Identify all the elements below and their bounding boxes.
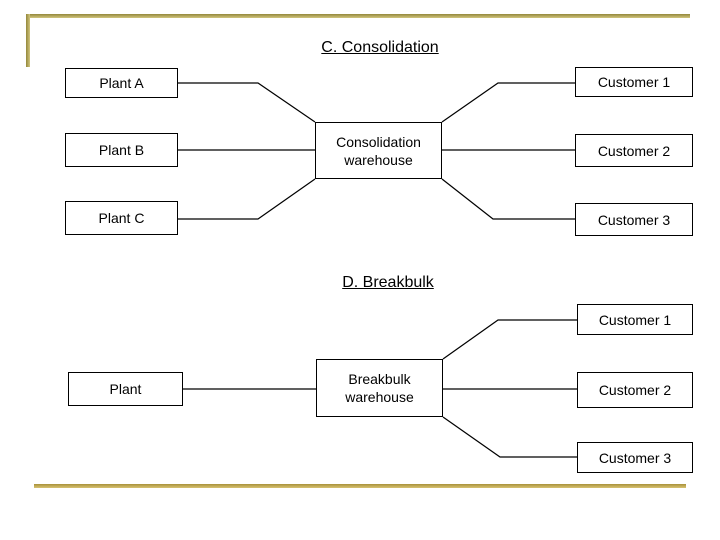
accent-line-top: [28, 14, 690, 18]
connector-warehouse-customer3-c: [441, 178, 575, 220]
connector-plant-c-warehouse: [178, 178, 316, 220]
connector-plant-a-warehouse: [178, 82, 316, 123]
node-customer-1-breakbulk: Customer 1: [577, 304, 693, 335]
connector-warehouse-customer1-c: [441, 82, 575, 123]
connector-warehouse-customer1-d: [442, 319, 577, 360]
section-title-breakbulk: D. Breakbulk: [342, 274, 434, 291]
node-plant-b: Plant B: [65, 133, 178, 167]
node-customer-2-breakbulk: Customer 2: [577, 372, 693, 408]
node-customer-1-consolidation: Customer 1: [575, 67, 693, 97]
accent-line-left: [26, 14, 30, 67]
node-plant-a: Plant A: [65, 68, 178, 98]
node-customer-3-breakbulk: Customer 3: [577, 442, 693, 473]
connector-warehouse-customer3-d: [442, 416, 577, 458]
node-plant-c: Plant C: [65, 201, 178, 235]
node-breakbulk-warehouse: Breakbulk warehouse: [316, 359, 443, 417]
node-plant: Plant: [68, 372, 183, 406]
node-customer-2-consolidation: Customer 2: [575, 134, 693, 167]
node-consolidation-warehouse: Consolidation warehouse: [315, 122, 442, 179]
section-title-consolidation: C. Consolidation: [321, 39, 439, 56]
node-customer-3-consolidation: Customer 3: [575, 203, 693, 236]
accent-line-bottom: [34, 484, 686, 488]
